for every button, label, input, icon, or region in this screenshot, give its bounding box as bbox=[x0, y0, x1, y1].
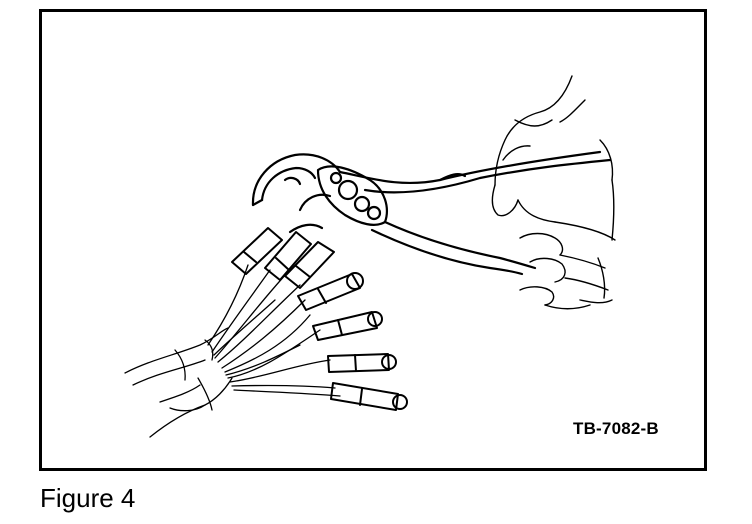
figure-frame bbox=[39, 9, 707, 471]
figure-caption: Figure 4 bbox=[40, 483, 136, 513]
wire-bundle-icon bbox=[124, 264, 341, 438]
pliers-icon bbox=[251, 150, 612, 276]
butt-connector-icon bbox=[231, 227, 408, 411]
figure-code-label: TB-7082-B bbox=[573, 419, 659, 438]
hand-icon bbox=[491, 75, 616, 310]
